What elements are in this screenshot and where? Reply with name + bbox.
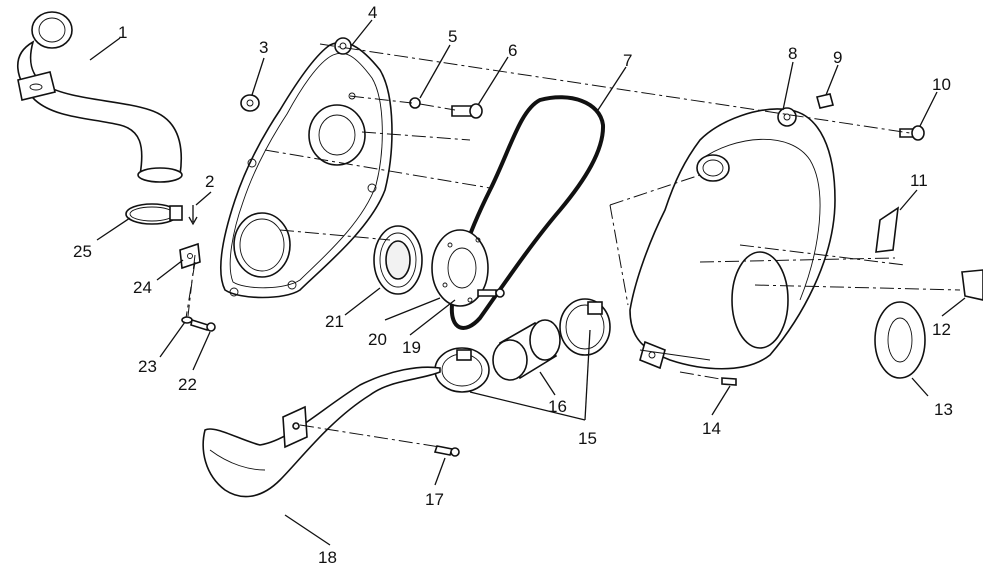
callout-10: 10 (932, 75, 951, 94)
part-1-intake-duct (16, 11, 183, 183)
part-7-drive-belt (449, 95, 606, 330)
callout-4: 4 (368, 3, 377, 22)
part-16-sleeve (492, 319, 561, 381)
callout-21: 21 (325, 312, 344, 331)
callout-6: 6 (508, 41, 517, 60)
callout-18: 18 (318, 548, 337, 565)
callout-22: 22 (178, 375, 197, 394)
part-2-arrow (188, 205, 198, 226)
alignment-lines (187, 43, 961, 448)
callout-labels: 1 2 3 4 5 6 7 8 9 10 11 12 13 14 15 16 1… (73, 3, 953, 565)
callout-2: 2 (205, 172, 214, 191)
callout-16: 16 (548, 397, 567, 416)
part-18-exhaust-duct (202, 366, 441, 498)
part-6-bolt (451, 103, 483, 119)
leader-lines (89, 19, 966, 546)
callout-8: 8 (788, 44, 797, 63)
callout-24: 24 (133, 278, 152, 297)
callout-15: 15 (578, 429, 597, 448)
part-3-washer (240, 94, 260, 112)
part-11-decal (875, 206, 899, 253)
callout-20: 20 (368, 330, 387, 349)
part-12-decal (961, 269, 983, 301)
callout-12: 12 (932, 320, 951, 339)
callout-14: 14 (702, 419, 721, 438)
callout-23: 23 (138, 357, 157, 376)
callout-9: 9 (833, 48, 842, 67)
part-24-bracket (179, 242, 201, 270)
part-14-screw (679, 371, 737, 386)
callout-11: 11 (910, 171, 928, 190)
part-19-screw (477, 288, 505, 298)
part-20-bearing-plate (431, 229, 489, 307)
callout-25: 25 (73, 242, 92, 261)
callout-19: 19 (402, 338, 421, 357)
part-9-decal (816, 93, 834, 109)
part-13-gasket (874, 301, 926, 379)
callout-17: 17 (425, 490, 444, 509)
part-8-outer-cover (629, 107, 836, 370)
part-17-screw (433, 445, 460, 457)
callout-3: 3 (259, 38, 268, 57)
callout-13: 13 (934, 400, 953, 419)
callout-1: 1 (118, 23, 127, 42)
part-23-part-22-screw (181, 261, 216, 332)
part-15-clamp-upper (559, 298, 611, 356)
part-4-inner-cover (220, 37, 393, 299)
part-25-hose-clamp (125, 203, 183, 225)
part-21-seal (373, 225, 423, 295)
part-15-clamp-lower (434, 347, 490, 393)
callout-7: 7 (623, 51, 632, 70)
part-10-screw (899, 125, 925, 141)
callout-5: 5 (448, 27, 457, 46)
